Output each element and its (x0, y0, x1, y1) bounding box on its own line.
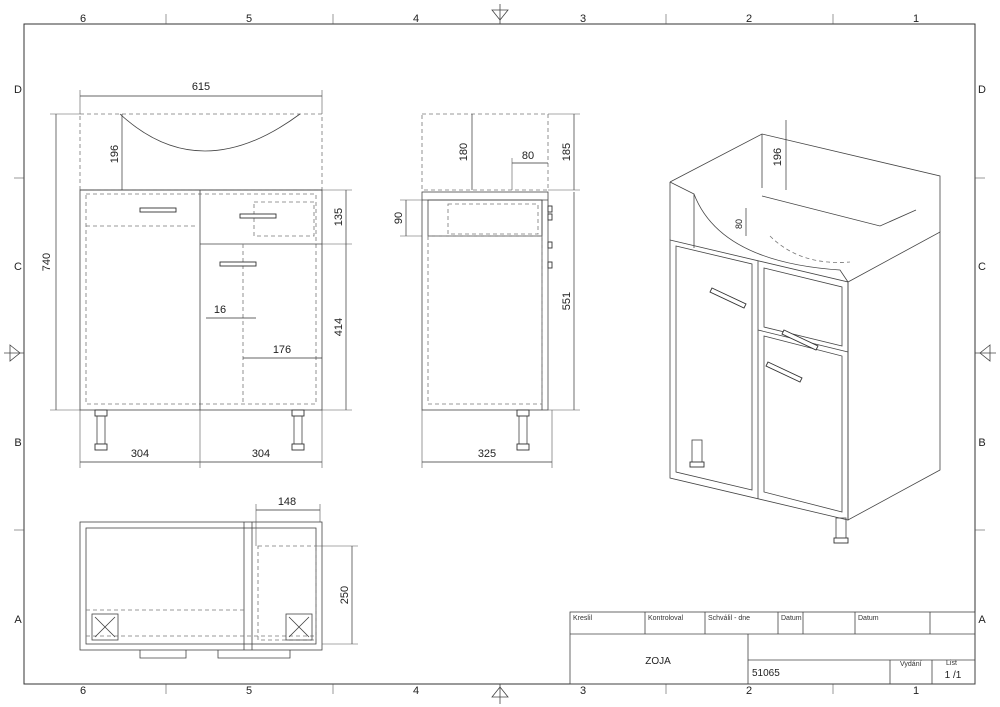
dim-front-right: 304 (252, 448, 270, 460)
tb-drawn-label: Kreslil (573, 615, 593, 622)
dim-front-gap: 16 (214, 304, 226, 316)
tb-date-label-1: Datum (781, 615, 802, 622)
zone-col-4-top: 4 (413, 13, 419, 25)
tb-product-name: ZOJA (645, 656, 671, 667)
dim-front-inner: 176 (273, 344, 291, 356)
dim-side-drawer: 90 (393, 212, 405, 224)
side-view: 180 80 185 90 551 325 (393, 113, 580, 468)
zone-col-4-bottom: 4 (413, 685, 419, 697)
zone-row-c-left: C (14, 261, 22, 273)
drawing-frame (4, 4, 996, 704)
tb-date-label-2: Datum (858, 615, 879, 622)
tb-drawing-number: 51065 (752, 668, 780, 679)
zone-col-2-top: 2 (746, 13, 752, 25)
dim-front-left: 304 (131, 448, 149, 460)
dim-side-body: 551 (561, 292, 573, 310)
dim-side-top-a: 180 (458, 143, 470, 161)
zone-row-b-left: B (14, 437, 21, 449)
dim-top-depth: 250 (339, 586, 351, 604)
top-view: 148 250 (79, 496, 358, 659)
zone-col-5-top: 5 (246, 13, 252, 25)
zone-col-1-bottom: 1 (913, 685, 919, 697)
tb-checked-label: Kontroloval (648, 615, 683, 622)
title-block: Kreslil Kontroloval Schválil - dne Datum… (569, 611, 976, 685)
isometric-view: 196 80 (669, 120, 941, 544)
zone-labels: 6 5 4 3 2 1 6 5 4 3 2 1 D C B A D C B A (14, 13, 986, 697)
zone-row-a-left: A (14, 614, 22, 626)
zone-col-6-top: 6 (80, 13, 86, 25)
zone-row-c-right: C (978, 261, 986, 273)
zone-row-b-right: B (978, 437, 985, 449)
dim-front-door: 414 (333, 318, 345, 336)
dim-side-top-c: 185 (561, 143, 573, 161)
zone-col-3-top: 3 (580, 13, 586, 25)
zone-col-3-bottom: 3 (580, 685, 586, 697)
dim-side-depth: 325 (478, 448, 496, 460)
dim-iso-basin: 196 (772, 148, 784, 166)
zone-row-d-left: D (14, 84, 22, 96)
tb-sheet-label: List (946, 660, 957, 667)
front-view: 615 740 196 135 414 16 176 304 304 (41, 81, 352, 468)
zone-col-5-bottom: 5 (246, 685, 252, 697)
dim-side-top-b: 80 (522, 150, 534, 162)
dim-front-drawer: 135 (333, 208, 345, 226)
tb-approved-label: Schválil - dne (708, 615, 750, 622)
zone-row-a-right: A (978, 614, 986, 626)
tb-sheet-value: 1 /1 (945, 670, 962, 681)
dim-front-basin: 196 (109, 145, 121, 163)
dim-top-width: 148 (278, 496, 296, 508)
zone-col-6-bottom: 6 (80, 685, 86, 697)
dim-iso-rim: 80 (734, 219, 744, 229)
dim-front-width: 615 (192, 81, 210, 93)
zone-row-d-right: D (978, 84, 986, 96)
zone-col-2-bottom: 2 (746, 685, 752, 697)
tb-edition-label: Vydání (900, 661, 922, 668)
zone-col-1-top: 1 (913, 13, 919, 25)
dim-front-height: 740 (41, 253, 53, 271)
